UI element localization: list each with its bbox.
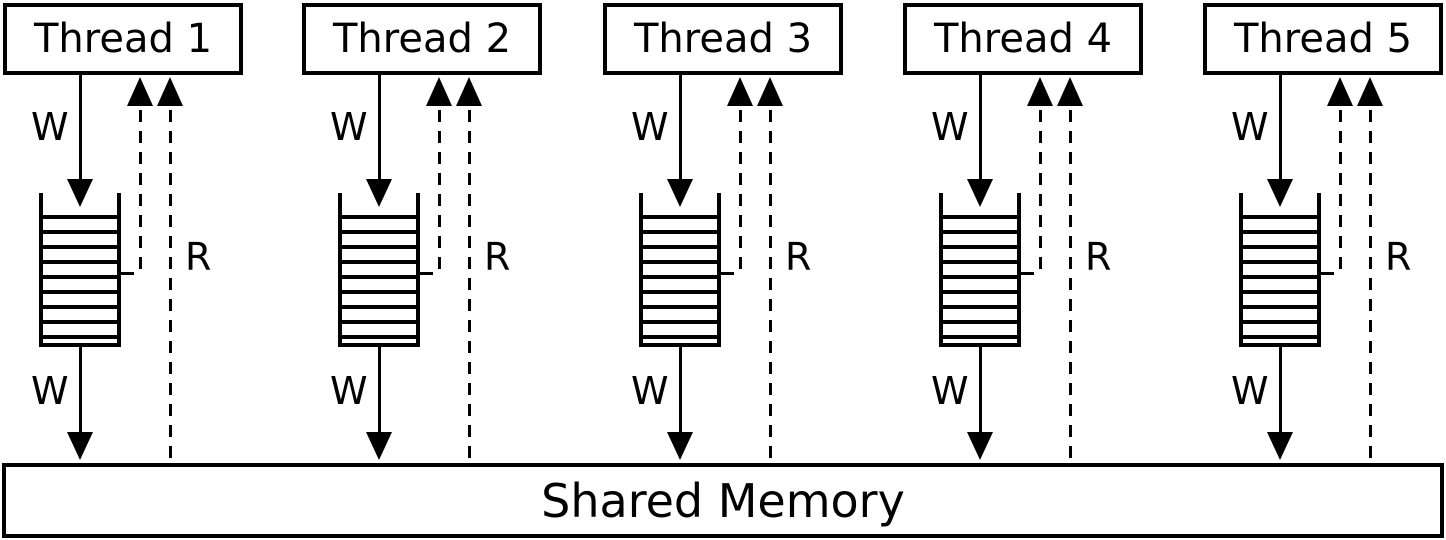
buffer-stripes	[43, 215, 117, 343]
write-label-top: W	[631, 105, 669, 149]
read-from-memory-arrowhead-icon	[456, 77, 482, 106]
write-label-bottom: W	[31, 369, 69, 413]
read-from-memory-arrow	[769, 110, 772, 463]
read-from-memory-arrowhead-icon	[1357, 77, 1383, 106]
write-to-memory-arrow-shaft	[378, 347, 381, 433]
write-to-buffer-arrow-shaft	[1279, 75, 1282, 179]
write-to-memory-arrowhead-icon	[667, 432, 693, 460]
write-label-bottom: W	[931, 369, 969, 413]
store-buffer-3	[639, 193, 721, 347]
buffer-read-tap	[117, 272, 134, 275]
thread-column-2: Thread 2 W R W	[302, 0, 552, 540]
read-from-buffer-arrowhead-icon	[1027, 77, 1053, 106]
shared-memory-box: Shared Memory	[2, 463, 1444, 538]
read-from-memory-arrow	[1369, 110, 1372, 463]
write-to-buffer-arrow-shaft	[979, 75, 982, 179]
read-label: R	[785, 235, 812, 279]
write-label-top: W	[1231, 105, 1269, 149]
thread-box-5: Thread 5	[1203, 3, 1443, 75]
read-from-memory-arrowhead-icon	[157, 77, 183, 106]
write-label-top: W	[31, 105, 69, 149]
buffer-stripes	[1243, 215, 1317, 343]
buffer-stripes	[342, 215, 416, 343]
read-from-buffer-arrowhead-icon	[1327, 77, 1353, 106]
write-to-buffer-arrow-shaft	[378, 75, 381, 179]
buffer-read-tap	[1017, 272, 1034, 275]
read-from-memory-arrow	[169, 110, 172, 463]
write-label-bottom: W	[330, 369, 368, 413]
write-to-memory-arrowhead-icon	[366, 432, 392, 460]
store-buffer-1	[39, 193, 121, 347]
write-to-buffer-arrowhead-icon	[366, 179, 392, 207]
read-label: R	[185, 235, 212, 279]
read-label: R	[484, 235, 511, 279]
store-buffer-4	[939, 193, 1021, 347]
write-to-buffer-arrowhead-icon	[67, 179, 93, 207]
read-label: R	[1085, 235, 1112, 279]
thread-box-3: Thread 3	[603, 3, 843, 75]
read-from-buffer-arrowhead-icon	[127, 77, 153, 106]
write-to-memory-arrow-shaft	[679, 347, 682, 433]
buffer-stripes	[943, 215, 1017, 343]
read-from-memory-arrowhead-icon	[757, 77, 783, 106]
write-to-buffer-arrowhead-icon	[667, 179, 693, 207]
store-buffer-5	[1239, 193, 1321, 347]
write-to-buffer-arrowhead-icon	[1267, 179, 1293, 207]
thread-column-5: Thread 5 W R W	[1203, 0, 1446, 540]
read-from-buffer-arrow	[139, 110, 142, 271]
write-to-memory-arrow-shaft	[79, 347, 82, 433]
read-from-buffer-arrow	[1339, 110, 1342, 271]
write-label-top: W	[330, 105, 368, 149]
buffer-stripes	[643, 215, 717, 343]
write-to-memory-arrowhead-icon	[1267, 432, 1293, 460]
thread-column-4: Thread 4 W R W	[903, 0, 1153, 540]
write-to-memory-arrow-shaft	[979, 347, 982, 433]
write-to-memory-arrowhead-icon	[67, 432, 93, 460]
write-label-bottom: W	[1231, 369, 1269, 413]
read-label: R	[1385, 235, 1412, 279]
read-from-buffer-arrowhead-icon	[426, 77, 452, 106]
write-to-buffer-arrow-shaft	[79, 75, 82, 179]
read-from-buffer-arrow	[739, 110, 742, 271]
write-label-top: W	[931, 105, 969, 149]
write-to-buffer-arrowhead-icon	[967, 179, 993, 207]
read-from-buffer-arrow	[1039, 110, 1042, 271]
thread-box-4: Thread 4	[903, 3, 1143, 75]
thread-box-2: Thread 2	[302, 3, 542, 75]
read-from-memory-arrow	[468, 110, 471, 463]
thread-column-1: Thread 1 W R W	[3, 0, 253, 540]
store-buffer-2	[338, 193, 420, 347]
buffer-read-tap	[1317, 272, 1334, 275]
read-from-memory-arrow	[1069, 110, 1072, 463]
write-to-memory-arrow-shaft	[1279, 347, 1282, 433]
write-to-memory-arrowhead-icon	[967, 432, 993, 460]
thread-box-1: Thread 1	[3, 3, 243, 75]
read-from-buffer-arrow	[438, 110, 441, 271]
write-label-bottom: W	[631, 369, 669, 413]
write-to-buffer-arrow-shaft	[679, 75, 682, 179]
read-from-buffer-arrowhead-icon	[727, 77, 753, 106]
buffer-read-tap	[717, 272, 734, 275]
read-from-memory-arrowhead-icon	[1057, 77, 1083, 106]
buffer-read-tap	[416, 272, 433, 275]
thread-column-3: Thread 3 W R W	[603, 0, 853, 540]
